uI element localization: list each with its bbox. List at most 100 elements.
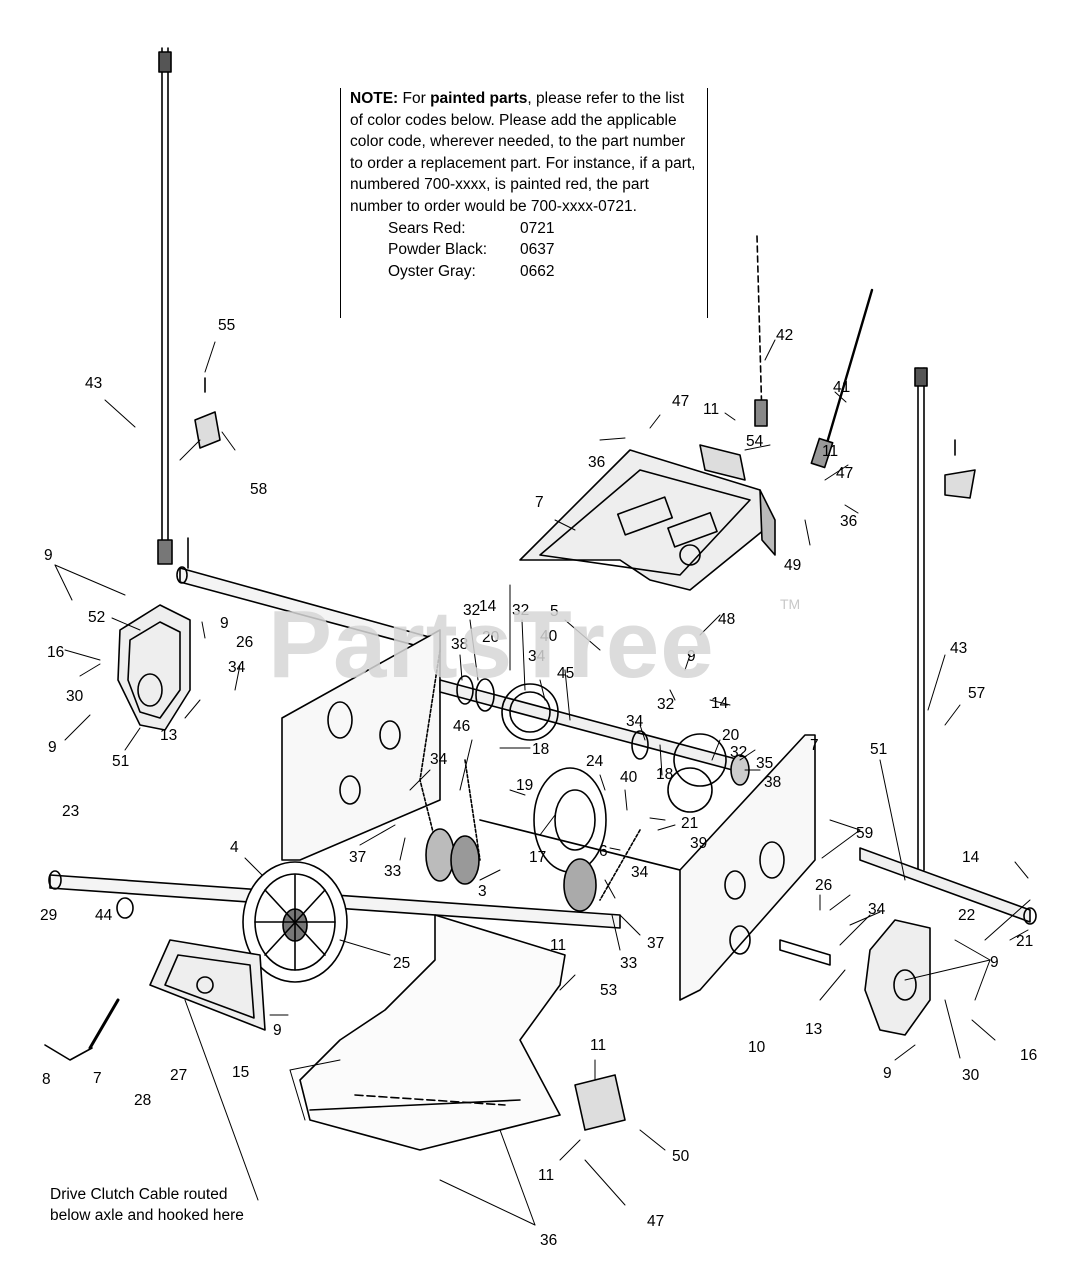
part-number-label: 45 [557, 665, 574, 682]
part-number-label: 30 [962, 1067, 980, 1084]
part-number-label: 9 [883, 1065, 892, 1082]
right-gear-housing [779, 919, 931, 1036]
left-gear-housing [117, 604, 191, 731]
part-number-label: 39 [690, 835, 707, 852]
part-number-label: 36 [840, 513, 857, 530]
part-number-label: 40 [540, 628, 558, 645]
part-number-label: 21 [1016, 933, 1033, 950]
part-number-label: 3 [478, 883, 487, 900]
spring-42 [754, 235, 768, 427]
part-number-label: 47 [836, 465, 853, 482]
frame-top-plate [519, 444, 776, 591]
center-shaft [439, 675, 750, 787]
part-number-label: 6 [599, 843, 608, 860]
color-code: 0637 [520, 241, 555, 259]
part-number-label: 34 [868, 901, 886, 918]
part-number-label: 25 [393, 955, 410, 972]
watermark: PartsTree [268, 591, 715, 698]
part-number-label: 18 [656, 766, 673, 783]
right-shaft [859, 847, 1037, 925]
color-code-row: Powder Black:0637 [388, 239, 701, 261]
part-number-label: 15 [232, 1064, 249, 1081]
part-number-label: 33 [384, 863, 401, 880]
part-number-label: 9 [44, 547, 53, 564]
part-number-label: 38 [451, 636, 468, 653]
part-number-label: 51 [870, 741, 887, 758]
part-number-label: 29 [40, 907, 57, 924]
part-number-label: 7 [535, 494, 544, 511]
part-number-label: 36 [588, 454, 605, 471]
part-number-label: 50 [672, 1148, 690, 1165]
color-code-row: Oyster Gray:0662 [388, 261, 701, 283]
part-number-label: 14 [711, 695, 729, 712]
part-number-label: 8 [42, 1071, 51, 1088]
part-number-label: 24 [586, 753, 604, 770]
part-number-label: 41 [833, 379, 850, 396]
handle-rod-left [157, 47, 173, 565]
part-number-label: 11 [538, 1167, 554, 1184]
part-number-label: 9 [990, 954, 999, 971]
part-number-label: 43 [950, 640, 967, 657]
part-number-label: 13 [805, 1021, 822, 1038]
color-name: Oyster Gray: [388, 262, 476, 280]
part-number-label: 37 [647, 935, 664, 952]
part-number-label: 21 [681, 815, 698, 832]
part-number-label: 30 [66, 688, 84, 705]
shift-plate [149, 939, 266, 1031]
part-number-label: 48 [718, 611, 735, 628]
part-number-label: 16 [47, 644, 64, 661]
part-number-label: 26 [236, 634, 253, 651]
note-lead: NOTE: [350, 90, 399, 107]
handle-rod-right [914, 367, 928, 871]
part-number-label: 14 [962, 849, 980, 866]
part-number-label: 51 [112, 753, 129, 770]
part-number-label: 52 [88, 609, 105, 626]
bottom-cover [299, 914, 566, 1151]
part-number-label: 47 [647, 1213, 664, 1230]
part-number-label: 7 [810, 737, 819, 754]
part-number-label: 11 [822, 443, 838, 460]
note-text-a: For [398, 90, 431, 107]
spring-27 [44, 998, 120, 1061]
part-number-label: 38 [764, 774, 781, 791]
part-number-label: 35 [756, 755, 773, 772]
part-number-label: 11 [703, 401, 719, 418]
part-number-label: 49 [784, 557, 801, 574]
part-number-label: 9 [273, 1022, 282, 1039]
part-number-label: 32 [657, 696, 674, 713]
part-number-label: 11 [590, 1037, 606, 1054]
part-number-label: 53 [600, 982, 617, 999]
wheel [242, 861, 348, 983]
part-number-label: 7 [93, 1070, 102, 1087]
left-side-panel [281, 629, 441, 861]
part-number-label: 32 [730, 744, 747, 761]
part-number-label: 57 [968, 685, 985, 702]
note-text-b: , please refer to the list of color code… [350, 90, 696, 215]
part-number-label: 54 [746, 433, 764, 450]
part-number-label: 9 [220, 615, 229, 632]
part-number-label: 40 [620, 769, 638, 786]
part-number-label: 34 [528, 648, 546, 665]
part-number-label: 10 [748, 1039, 766, 1056]
part-number-label: 34 [631, 864, 649, 881]
part-number-label: 42 [776, 327, 793, 344]
part-number-label: 11 [550, 937, 566, 954]
right-side-panel [679, 734, 816, 1001]
part-number-label: 5 [550, 603, 559, 620]
drive-clutch-callout: Drive Clutch Cable routed below axle and… [50, 1186, 244, 1224]
painted-parts-note: NOTE: For painted parts, please refer to… [340, 88, 708, 318]
color-name: Sears Red: [388, 219, 466, 237]
part-number-label: 32 [512, 602, 529, 619]
color-codes: Sears Red:0721 Powder Black:0637 Oyster … [388, 218, 701, 283]
part-number-label: 59 [856, 825, 873, 842]
sprockets [425, 767, 713, 912]
color-code-row: Sears Red:0721 [388, 218, 701, 240]
part-number-label: 18 [532, 741, 549, 758]
part-number-label: 16 [1020, 1047, 1037, 1064]
part-number-label: 27 [170, 1067, 187, 1084]
part-number-label: 58 [250, 481, 267, 498]
part-number-label: 23 [62, 803, 79, 820]
part-number-label: 13 [160, 727, 177, 744]
watermark-tm: TM [780, 596, 801, 612]
